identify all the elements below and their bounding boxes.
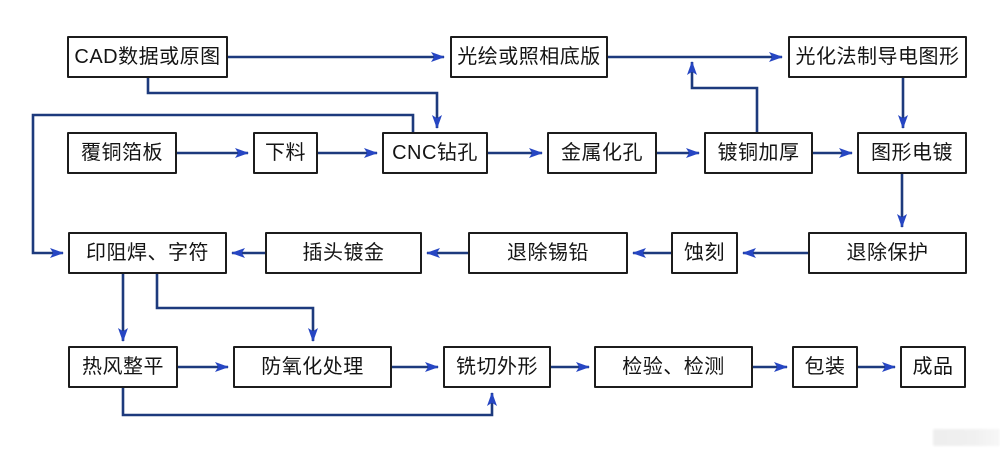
node-finished: 成品 bbox=[900, 346, 966, 388]
node-packaging: 包装 bbox=[792, 346, 858, 388]
node-copper-thickening: 镀铜加厚 bbox=[704, 132, 813, 174]
node-cad-data: CAD数据或原图 bbox=[67, 36, 228, 78]
edge-cad-to-cncdrill bbox=[146, 78, 442, 129]
edge-copperthick-to-photochemical bbox=[687, 61, 759, 132]
watermark-smudge bbox=[933, 429, 1000, 446]
edge-cncdrill-to-soldermask bbox=[31, 113, 415, 258]
node-pattern-plating: 图形电镀 bbox=[857, 132, 967, 174]
node-photochemical: 光化法制导电图形 bbox=[788, 36, 967, 78]
node-tin-lead-strip: 退除锡铅 bbox=[468, 232, 628, 274]
node-photo-plot: 光绘或照相底版 bbox=[450, 36, 608, 78]
node-solder-mask: 印阻焊、字符 bbox=[68, 232, 227, 274]
node-copper-clad: 覆铜箔板 bbox=[67, 132, 177, 174]
node-resist-strip: 退除保护 bbox=[808, 232, 967, 274]
node-gold-plating: 插头镀金 bbox=[265, 232, 422, 274]
node-anti-oxidation: 防氧化处理 bbox=[233, 346, 392, 388]
edge-hasl-to-routing bbox=[121, 388, 497, 417]
node-routing: 铣切外形 bbox=[443, 346, 551, 388]
node-inspection: 检验、检测 bbox=[594, 346, 753, 388]
node-cnc-drill: CNC钻孔 bbox=[382, 132, 488, 174]
node-hasl: 热风整平 bbox=[68, 346, 178, 388]
node-hole-metallization: 金属化孔 bbox=[547, 132, 657, 174]
node-etching: 蚀刻 bbox=[671, 232, 738, 274]
node-cutting: 下料 bbox=[253, 132, 318, 174]
edge-soldermask-to-antioxidation bbox=[155, 274, 318, 342]
